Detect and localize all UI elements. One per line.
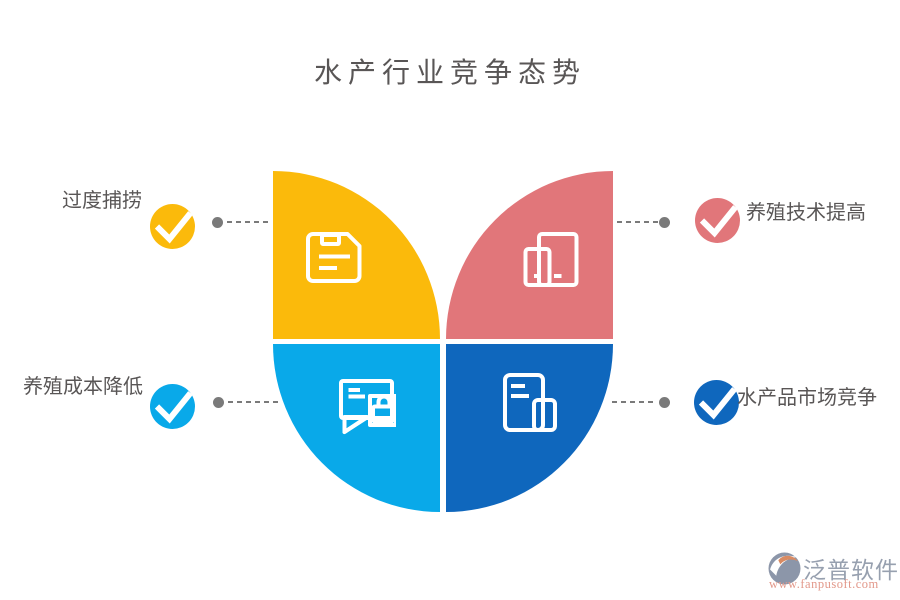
chat-lock-icon	[339, 379, 396, 434]
label-overfishing: 过度捕捞	[62, 190, 142, 212]
label-breeding-technology: 养殖技术提高	[746, 202, 866, 224]
check-circle-icon	[150, 384, 195, 429]
connector-dash	[617, 221, 658, 223]
devices-icon	[523, 232, 579, 287]
document-icon	[503, 373, 557, 432]
check-circle-icon	[150, 204, 195, 249]
floppy-save-icon	[306, 232, 362, 283]
logo-url-link[interactable]: www.fanpusoft.com	[769, 577, 879, 591]
connector-dot	[213, 397, 224, 408]
connector-dot	[212, 217, 223, 228]
logo-name: 泛普软件	[803, 558, 899, 583]
fanpu-logo-icon	[768, 552, 801, 585]
connector-dot	[659, 217, 670, 228]
connector-dash	[612, 401, 654, 403]
label-breeding-cost: 养殖成本降低	[23, 376, 143, 398]
connector-dash	[228, 401, 278, 403]
check-circle-icon	[695, 198, 740, 243]
check-circle-icon	[694, 380, 739, 425]
connector-dash	[227, 221, 271, 223]
connector-dot	[659, 397, 670, 408]
label-market-competition: 水产品市场竞争	[737, 387, 877, 409]
page-title: 水产行业竞争态势	[313, 58, 586, 89]
